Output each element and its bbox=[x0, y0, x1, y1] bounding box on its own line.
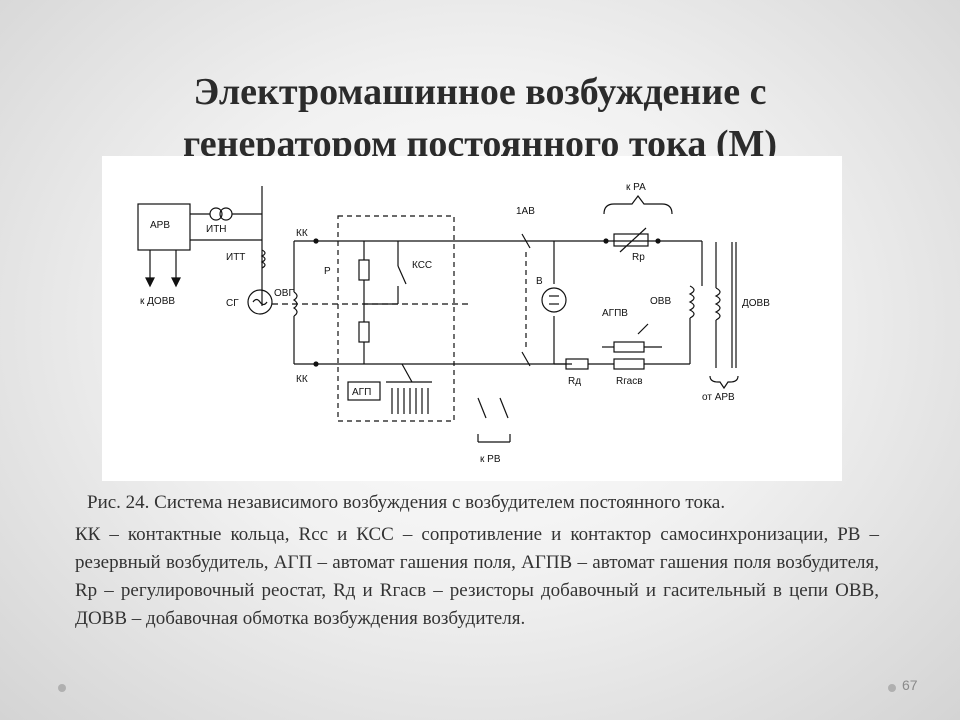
av-contact-top bbox=[521, 233, 531, 249]
sg-generator-symbol bbox=[247, 289, 273, 315]
circuit-schematic: АРВ к ДОВВ ИТН ИТТ СГ ОВГ КК КК bbox=[137, 182, 770, 465]
rcc-resistor-2 bbox=[358, 321, 370, 343]
agpv-label: АГПВ bbox=[602, 308, 628, 319]
itt-coil bbox=[260, 249, 266, 269]
agp-enclosure bbox=[337, 215, 455, 422]
figure-legend-text: КК – контактные кольца, Rсс и КСС – сопр… bbox=[75, 524, 879, 629]
rgasv-resistor bbox=[613, 358, 645, 370]
sg-label: СГ bbox=[226, 298, 239, 309]
arv-block bbox=[137, 203, 191, 251]
rd-label: Rд bbox=[568, 376, 581, 387]
figure-caption: Рис. 24. Система независимого возбуждени… bbox=[75, 489, 879, 633]
rr-label: Rр bbox=[632, 252, 645, 263]
ovv-label: ОВВ bbox=[650, 296, 671, 307]
dovv-coil bbox=[714, 287, 721, 321]
arrow-down-icon bbox=[145, 277, 155, 288]
kk-bottom-label: КК bbox=[296, 374, 308, 385]
agp-box bbox=[347, 381, 381, 401]
rcc-resistor-1 bbox=[358, 259, 370, 281]
kk-top-label: КК bbox=[296, 228, 308, 239]
rheostat-arrow bbox=[619, 227, 647, 253]
slide-title-line-1: Электромашинное возбуждение с bbox=[193, 71, 767, 113]
rv-switch-1 bbox=[477, 397, 487, 419]
r-label: Р bbox=[324, 266, 331, 277]
k-ra-bracket bbox=[603, 195, 673, 215]
figure-title-text: Рис. 24. Система независимого возбуждени… bbox=[87, 492, 726, 513]
agp-contact bbox=[401, 363, 413, 383]
ot-arv-label: от АРВ bbox=[702, 392, 735, 403]
k-dovv-label: к ДОВВ bbox=[140, 296, 175, 307]
dc-exciter-symbol bbox=[541, 287, 567, 313]
ovv-coil bbox=[688, 285, 695, 319]
arrow-down-icon bbox=[171, 277, 181, 288]
kss-contact bbox=[397, 265, 407, 285]
bullet-right-icon bbox=[888, 684, 896, 692]
circuit-diagram: АРВ к ДОВВ ИТН ИТТ СГ ОВГ КК КК bbox=[102, 156, 842, 481]
rr-rheostat bbox=[613, 233, 649, 247]
bullet-left-icon bbox=[58, 684, 66, 692]
page-number: 67 bbox=[902, 677, 918, 693]
dovv-label: ДОВВ bbox=[742, 298, 770, 309]
ovg-label: ОВГ bbox=[274, 288, 294, 299]
rv-switch-2 bbox=[499, 397, 509, 419]
ot-arv-bracket bbox=[709, 375, 739, 390]
arv-label: АРВ bbox=[150, 220, 170, 231]
v-label: В bbox=[536, 276, 543, 287]
agpv-contact bbox=[637, 323, 649, 335]
slide-title: Электромашинное возбуждение с генераторо… bbox=[0, 66, 960, 170]
agpv-resistor bbox=[613, 341, 645, 353]
itn-coil-1 bbox=[209, 207, 223, 221]
ac-wave-icon bbox=[252, 298, 268, 306]
kss-label: КСС bbox=[412, 260, 432, 271]
agp-arc-chute bbox=[391, 388, 429, 414]
rgasv-label: Rгасв bbox=[616, 376, 643, 387]
itt-label: ИТТ bbox=[226, 252, 245, 263]
k-ra-label: к РА bbox=[626, 182, 646, 193]
agp-label: АГП bbox=[352, 387, 371, 398]
itn-label: ИТН bbox=[206, 224, 227, 235]
k-rv-label: к РВ bbox=[480, 454, 501, 465]
av-label: 1АВ bbox=[516, 206, 535, 217]
